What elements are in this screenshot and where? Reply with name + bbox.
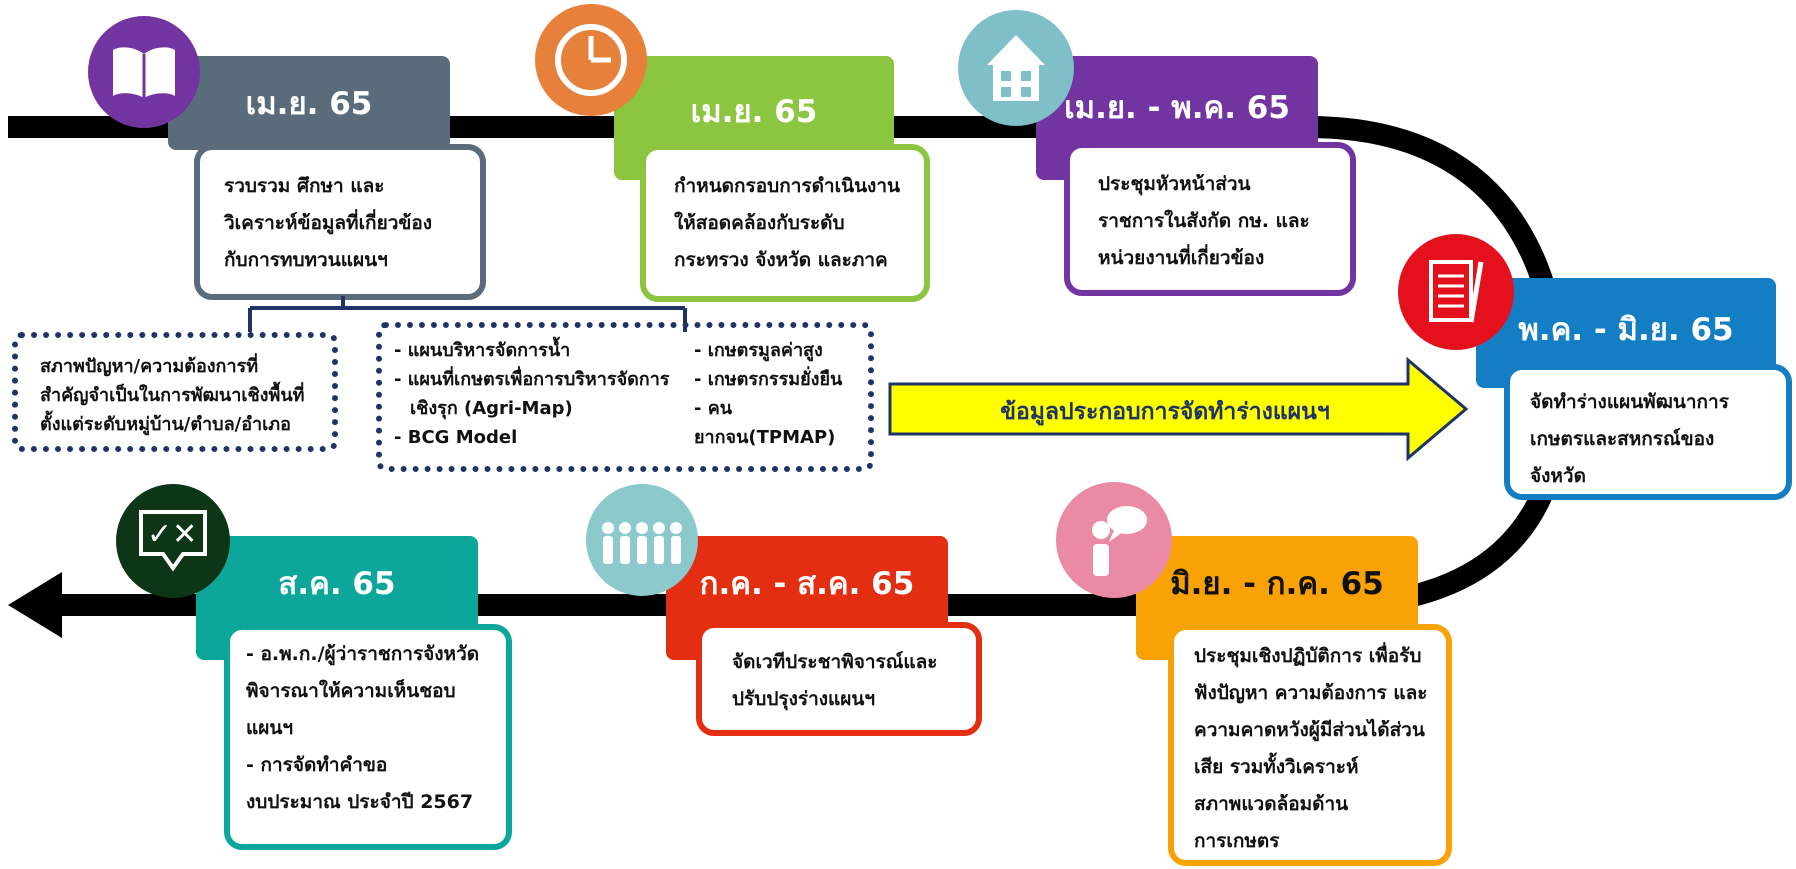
open-book-icon <box>88 16 200 128</box>
step1-period: เม.ย. 65 <box>168 56 450 150</box>
step7-card: - อ.พ.ก./ผู้ว่าราชการจังหวัด พิจารณาให้ค… <box>224 624 512 850</box>
plans-right-list: - เกษตรมูลค่าสูง - เกษตรกรรมยั่งยืน - คน… <box>694 336 868 452</box>
step3-line: หน่วยงานที่เกี่ยวข้อง <box>1098 247 1265 269</box>
timeline-arrowhead <box>8 572 62 638</box>
step3-line: ราชการในสังกัด กษ. และ <box>1098 210 1310 232</box>
people-group-icon <box>586 484 698 596</box>
plans-right-item: - คนยากจน(TPMAP) <box>694 398 836 448</box>
document-pen-icon <box>1398 234 1514 350</box>
step1-line: กับการทบทวนแผนฯ <box>224 249 388 271</box>
info-arrow <box>888 356 1469 462</box>
step5-line: สภาพแวดล้อมด้าน <box>1194 793 1349 815</box>
step6-card: จัดเวทีประชาพิจารณ์และ ปรับปรุงร่างแผนฯ <box>696 622 982 736</box>
step7-line: งบประมาณ ประจำปี 2567 <box>246 791 474 813</box>
needs-box: สภาพปัญหา/ความต้องการที่ สำคัญจำเป็นในกา… <box>12 332 338 452</box>
needs-line: สภาพปัญหา/ความต้องการที่ <box>40 356 259 377</box>
step2-line: ให้สอดคล้องกับระดับ <box>674 212 845 234</box>
info-arrow-label: ข้อมูลประกอบการจัดทำร่างแผนฯ <box>1000 399 1330 425</box>
step1-line: วิเคราะห์ข้อมูลที่เกี่ยวข้อง <box>224 212 433 234</box>
step2-card: กำหนดกรอบการดำเนินงาน ให้สอดคล้องกับระดั… <box>640 144 930 302</box>
step7-line: - อ.พ.ก./ผู้ว่าราชการจังหวัด <box>246 643 480 665</box>
plans-left-item: - BCG Model <box>394 427 518 448</box>
step5-card: ประชุมเชิงปฏิบัติการ เพื่อรับ ฟังปัญหา ค… <box>1168 624 1452 866</box>
step7-line: - การจัดทำคำขอ <box>246 754 388 776</box>
plans-left-item: - แผนที่เกษตรเพื่อการบริหารจัดการ <box>394 369 670 390</box>
step5-line: ประชุมเชิงปฏิบัติการ เพื่อรับ <box>1194 645 1422 667</box>
step5-line: ความคาดหวังผู้มีส่วนได้ส่วน <box>1194 719 1425 741</box>
needs-line: สำคัญจำเป็นในการพัฒนาเชิงพื้นที่ <box>40 385 305 406</box>
step4-line: เกษตรและสหกรณ์ของ <box>1530 428 1715 450</box>
svg-text:✓✕: ✓✕ <box>147 517 197 552</box>
building-icon <box>958 10 1074 126</box>
step2-line: กระทรวง จังหวัด และภาค <box>674 249 888 271</box>
step6-line: ปรับปรุงร่างแผนฯ <box>732 688 876 710</box>
plans-box: - แผนบริหารจัดการน้ำ - แผนที่เกษตรเพื่อก… <box>376 322 874 472</box>
step5-line: เสีย รวมทั้งวิเคราะห์ <box>1194 756 1359 778</box>
plans-right-item: - เกษตรมูลค่าสูง <box>694 340 823 361</box>
step4-card: จัดทำร่างแผนพัฒนาการ เกษตรและสหกรณ์ของ จ… <box>1504 364 1792 500</box>
step7-line: พิจารณาให้ความเห็นชอบ <box>246 680 456 702</box>
connector-bracket <box>248 296 687 332</box>
plans-right-item: - เกษตรกรรมยั่งยืน <box>694 369 843 390</box>
check-cross-chat-icon: ✓✕ <box>116 484 230 598</box>
plans-left-item: - แผนบริหารจัดการน้ำ <box>394 340 571 361</box>
step6-line: จัดเวทีประชาพิจารณ์และ <box>732 651 938 673</box>
plans-left-item: เชิงรุก (Agri-Map) <box>410 398 573 419</box>
step3-card: ประชุมหัวหน้าส่วน ราชการในสังกัด กษ. และ… <box>1064 142 1356 296</box>
step5-line: ฟังปัญหา ความต้องการ และ <box>1194 682 1428 704</box>
step3-line: ประชุมหัวหน้าส่วน <box>1098 173 1251 195</box>
step4-line: จังหวัด <box>1530 465 1586 487</box>
step7-line: แผนฯ <box>246 717 294 739</box>
step5-line: การเกษตร <box>1194 830 1280 852</box>
clock-icon <box>535 4 647 116</box>
step4-line: จัดทำร่างแผนพัฒนาการ <box>1530 391 1729 413</box>
step1-card: รวบรวม ศึกษา และ วิเคราะห์ข้อมูลที่เกี่ย… <box>194 144 486 300</box>
needs-line: ตั้งแต่ระดับหมู่บ้าน/ตำบล/อำเภอ <box>40 414 291 435</box>
person-speech-icon <box>1056 482 1172 598</box>
step1-line: รวบรวม ศึกษา และ <box>224 175 385 197</box>
step2-line: กำหนดกรอบการดำเนินงาน <box>674 175 900 197</box>
plans-left-list: - แผนบริหารจัดการน้ำ - แผนที่เกษตรเพื่อก… <box>394 336 669 452</box>
